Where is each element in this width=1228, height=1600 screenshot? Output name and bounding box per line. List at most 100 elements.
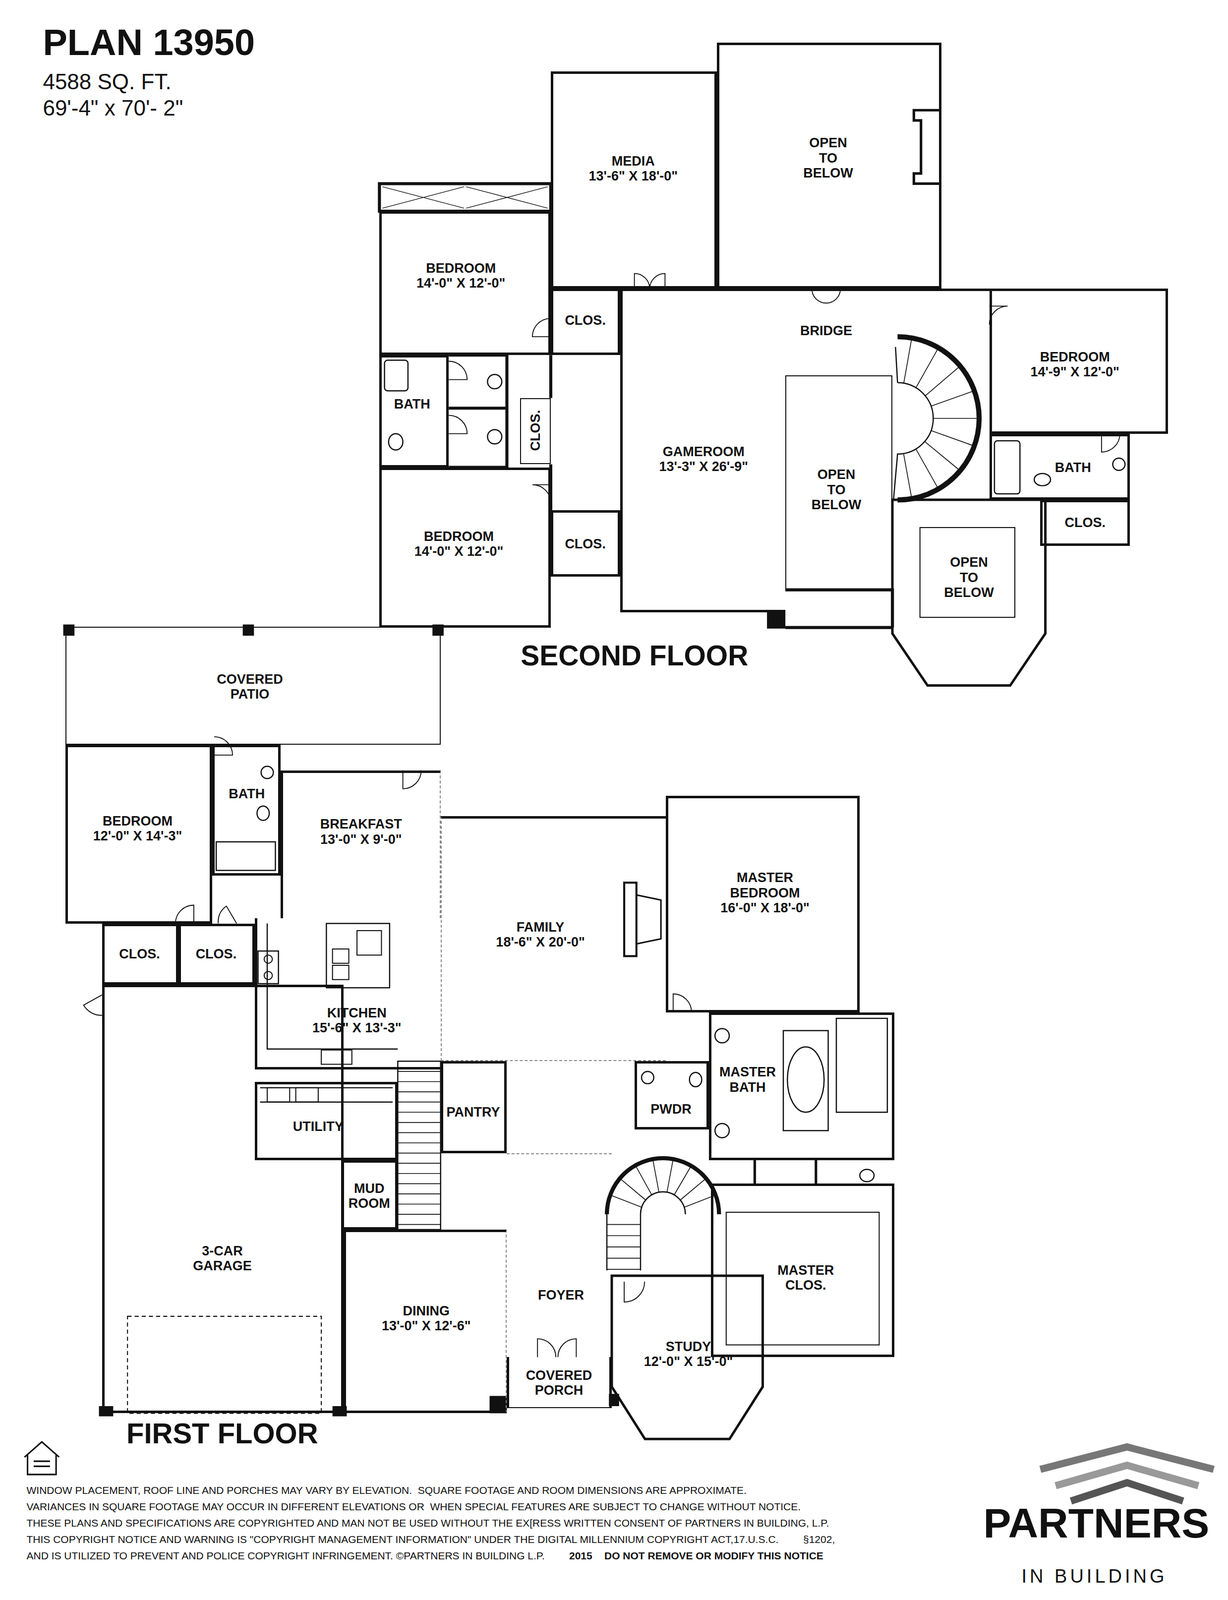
- fireplace: [624, 882, 637, 956]
- plan-label: PARTNERS: [983, 1499, 1210, 1548]
- door-swings: [83, 273, 1120, 1358]
- bay-outline: [920, 527, 1015, 618]
- plan-label: 2015: [569, 1549, 593, 1562]
- room: OPEN TO BELOW: [892, 499, 1046, 686]
- garage-door: [127, 1316, 322, 1414]
- room: OPEN TO BELOW: [716, 42, 942, 289]
- plan-label: SECOND FLOOR: [520, 639, 749, 673]
- room-label: OPEN TO BELOW: [802, 135, 855, 181]
- room-name: FOYER: [537, 1287, 585, 1303]
- tub-deck: [783, 1030, 829, 1131]
- toilet: [256, 806, 270, 821]
- room: BEDROOM12'-0" X 14'-3": [65, 744, 213, 924]
- plan-label: §1202,: [803, 1533, 835, 1546]
- room-name: COVERED PATIO: [210, 671, 290, 702]
- utility-counter: [260, 1087, 393, 1103]
- room: CLOS.: [520, 398, 551, 465]
- sink: [1112, 458, 1126, 471]
- room: FAMILY18'-6" X 20'-0": [440, 816, 667, 1061]
- sink: [487, 429, 502, 444]
- room: DINING13'-0" X 12'-6": [343, 1229, 507, 1413]
- room-label: BATH: [1054, 460, 1092, 475]
- kitchen-sink: [321, 1050, 352, 1065]
- room-label: FOYER: [537, 1287, 585, 1303]
- room-label: FAMILY18'-6" X 20'-0": [495, 919, 585, 950]
- burner: [264, 954, 273, 963]
- room-name: BRIDGE: [800, 323, 853, 339]
- plan-label: THIS COPYRIGHT NOTICE AND WARNING IS "CO…: [26, 1533, 779, 1546]
- room-name: MASTER BEDROOM: [725, 870, 805, 900]
- sink: [641, 1071, 654, 1084]
- room: PWDR: [634, 1060, 709, 1130]
- room-label: BREAKFAST13'-0" X 9'-0": [320, 816, 403, 847]
- logo-chevron: [1070, 1482, 1183, 1501]
- room-name: MASTER BATH: [715, 1064, 780, 1095]
- bay-wall: [611, 1275, 763, 1439]
- interior-walls: [448, 354, 893, 628]
- room-name: OPEN TO BELOW: [942, 554, 995, 600]
- room-label: PWDR: [650, 1101, 692, 1117]
- room-name: COVERED PORCH: [519, 1367, 599, 1398]
- room-dimensions: 18'-6" X 20'-0": [495, 934, 585, 950]
- room-dimensions: 14'-0" X 12'-0": [416, 275, 506, 291]
- range: [257, 950, 279, 984]
- room-name: MASTER CLOS.: [768, 1262, 843, 1293]
- shower: [216, 841, 276, 871]
- bay-wall: [892, 499, 1046, 686]
- room: UTILITY: [254, 1081, 398, 1161]
- window-seat-hatch: [382, 186, 548, 209]
- island-sink: [332, 948, 350, 964]
- toilet: [388, 433, 404, 451]
- room-name: PWDR: [650, 1101, 692, 1117]
- room-name: BEDROOM: [416, 260, 506, 276]
- room-name: BREAKFAST: [320, 816, 403, 832]
- stair-outer-wall: [897, 336, 980, 500]
- cooktop: [356, 930, 382, 955]
- room-label: 3-CAR GARAGE: [189, 1243, 255, 1274]
- room: KITCHEN15'-6" X 13'-3": [254, 918, 441, 1070]
- bathtub: [994, 440, 1020, 494]
- room-label: COVERED PATIO: [210, 671, 290, 702]
- posts: [63, 610, 786, 1417]
- room-label: UTILITY: [292, 1118, 344, 1134]
- room-label: BRIDGE: [800, 323, 853, 339]
- plan-linework: [24, 110, 1125, 1475]
- plan-label: FIRST FLOOR: [126, 1416, 319, 1451]
- room: MASTER BEDROOM16'-0" X 18'-0": [665, 795, 860, 1012]
- room-label: MASTER BEDROOM16'-0" X 18'-0": [720, 870, 810, 916]
- porch-post: [489, 1395, 508, 1413]
- room-name: BATH: [1054, 460, 1092, 475]
- room: CLOS.: [550, 510, 621, 577]
- room: CLOS.: [102, 923, 179, 985]
- room-label: OPEN TO BELOW: [810, 467, 863, 513]
- room-name: CLOS.: [564, 536, 606, 552]
- room: CLOS.: [1040, 499, 1130, 546]
- room-name: MUD ROOM: [345, 1180, 393, 1211]
- room-label: DINING13'-0" X 12'-6": [381, 1303, 471, 1334]
- sink: [487, 374, 502, 389]
- plan-label: AND IS UTILIZED TO PREVENT AND POLICE CO…: [26, 1549, 545, 1562]
- corner-post: [766, 610, 786, 629]
- plan-label: IN BUILDING: [1021, 1565, 1168, 1588]
- room: MASTER BATH: [708, 1012, 895, 1161]
- sink: [714, 1028, 730, 1044]
- plan-label: WINDOW PLACEMENT, ROOF LINE AND PORCHES …: [26, 1484, 747, 1497]
- room-name: UTILITY: [292, 1118, 344, 1134]
- room-label: BATH: [394, 396, 431, 412]
- stair-rail: [893, 347, 934, 501]
- room: MUD ROOM: [341, 1160, 398, 1230]
- room-label: CLOS.: [564, 536, 606, 552]
- room: FOYER: [506, 1153, 612, 1358]
- room-dimensions: 15'-6" X 13'-3": [312, 1020, 402, 1036]
- room: GAMEROOM13'-3" X 26'-9": [620, 288, 786, 612]
- fireplace-hearth: [636, 894, 661, 944]
- room-name: OPEN TO BELOW: [802, 135, 855, 181]
- room-label: BEDROOM14'-0" X 12'-0": [414, 528, 504, 559]
- stair-treads: [606, 1159, 716, 1270]
- room-label: BEDROOM14'-9" X 12'-0": [1030, 349, 1120, 380]
- room-label: CLOS.: [527, 409, 543, 452]
- room-name: MEDIA: [588, 153, 679, 169]
- room-name: CLOS.: [118, 946, 161, 962]
- room-name: BATH: [228, 786, 265, 802]
